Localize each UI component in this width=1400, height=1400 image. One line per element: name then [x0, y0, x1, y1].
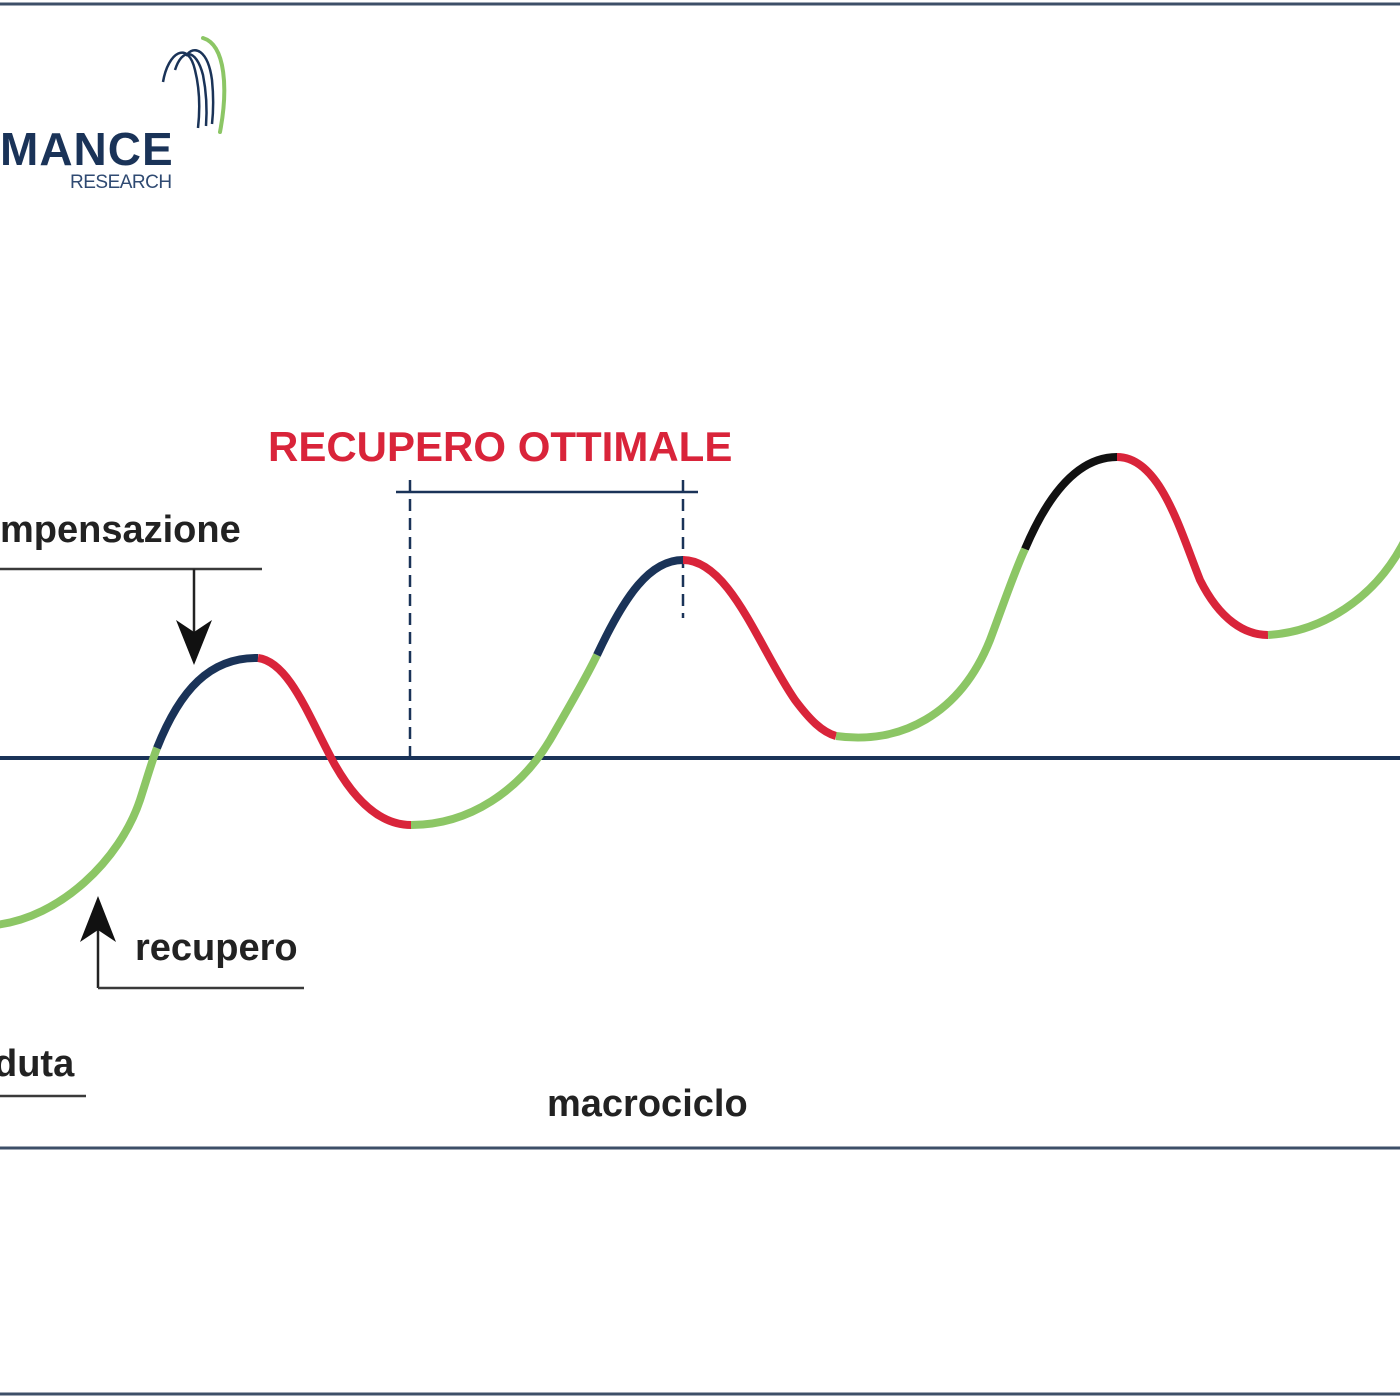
logo-wordmark: MANCE	[0, 123, 174, 175]
optimal-recovery-label: RECUPERO OTTIMALE	[268, 423, 732, 470]
curve-segment-recovery	[410, 653, 601, 829]
company-logo: MANCE RESEARCH	[0, 36, 227, 193]
curve-segment-drop	[257, 654, 412, 829]
logo-swoosh-navy-2	[173, 52, 208, 127]
optimal-recovery-bracket	[396, 480, 698, 756]
logo-swoosh-navy-3	[184, 49, 215, 125]
curve-segment-recovery	[1267, 540, 1400, 639]
supercompensation-label: mpensazione	[0, 509, 241, 551]
supercompensation-arrow-icon	[176, 620, 212, 665]
logo-swoosh-navy-1	[161, 51, 201, 129]
recovery-label: recupero	[135, 927, 298, 969]
logo-swoosh-green	[201, 36, 227, 134]
recovery-arrow-icon	[80, 896, 116, 942]
curve-segment-overreaching	[1021, 453, 1118, 551]
curve-segment-recovery	[0, 746, 161, 929]
macrocycle-label: macrociclo	[547, 1083, 748, 1125]
logo-subtitle: RESEARCH	[70, 172, 172, 193]
curve-segment-recovery	[835, 547, 1029, 742]
curve-segment-drop	[1116, 453, 1269, 639]
curve-segment-supercompensation	[593, 556, 684, 657]
curve-segment-supercompensation	[153, 653, 259, 750]
performance-curve	[0, 453, 1400, 929]
drop-label: duta	[0, 1043, 75, 1085]
curve-segment-drop	[682, 556, 838, 740]
